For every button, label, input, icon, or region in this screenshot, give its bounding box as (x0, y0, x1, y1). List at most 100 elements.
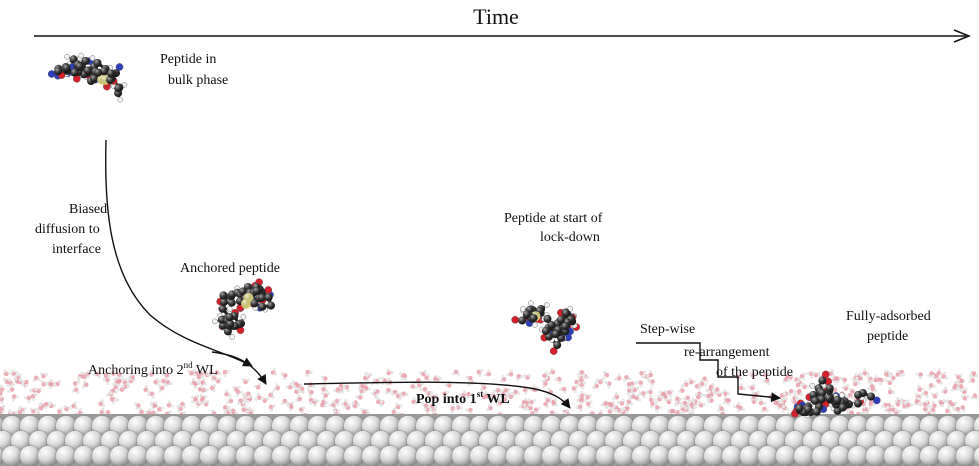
water-hydrogen (884, 408, 888, 412)
water-hydrogen (297, 394, 301, 398)
water-hydrogen (806, 384, 810, 388)
water-hydrogen (342, 384, 346, 389)
atom-highlight (812, 407, 821, 416)
water-hydrogen (890, 379, 894, 383)
water-hydrogen (889, 374, 893, 378)
atom-highlight (553, 341, 562, 350)
water-hydrogen (797, 376, 802, 380)
water-hydrogen (192, 377, 196, 382)
water-hydrogen (956, 386, 960, 390)
water-hydrogen (559, 387, 563, 392)
water-hydrogen (897, 409, 902, 413)
water-hydrogen (423, 369, 427, 374)
water-hydrogen (856, 381, 861, 385)
atom (873, 396, 881, 405)
water-hydrogen (736, 409, 741, 413)
water-hydrogen (151, 395, 155, 399)
water-hydrogen (594, 381, 598, 385)
water-hydrogen (343, 405, 347, 409)
water-hydrogen (617, 401, 621, 405)
water-hydrogen (197, 381, 201, 385)
water-molecule (667, 390, 672, 395)
peptide-lockdown (511, 300, 581, 355)
water-molecule (105, 377, 110, 383)
water-hydrogen (712, 388, 716, 392)
water-hydrogen (126, 382, 130, 386)
water-hydrogen (614, 409, 619, 413)
water-hydrogen (863, 368, 867, 372)
water-hydrogen (430, 401, 435, 405)
water-molecule (609, 402, 614, 408)
water-molecule (763, 372, 768, 378)
water-hydrogen (505, 400, 509, 404)
water-hydrogen (210, 378, 214, 382)
water-hydrogen (499, 394, 503, 398)
water-molecule (363, 386, 369, 391)
water-hydrogen (617, 373, 621, 377)
water-hydrogen (554, 377, 558, 381)
water-molecule (331, 402, 336, 408)
water-hydrogen (235, 393, 240, 397)
water-hydrogen (155, 377, 159, 381)
atom-highlight (267, 301, 275, 310)
water-hydrogen (888, 387, 892, 391)
water-molecule (161, 378, 166, 384)
water-hydrogen (664, 390, 668, 394)
water-hydrogen (762, 401, 766, 405)
water-hydrogen (164, 377, 169, 381)
water-hydrogen (154, 401, 158, 405)
water-hydrogen (265, 397, 270, 401)
atom-highlight (257, 293, 266, 302)
water-hydrogen (883, 369, 887, 373)
water-hydrogen (37, 377, 41, 382)
water-hydrogen (365, 379, 370, 383)
water-hydrogen (36, 408, 40, 412)
water-molecule (606, 381, 612, 386)
water-hydrogen (528, 373, 532, 377)
water-hydrogen (762, 379, 766, 383)
water-hydrogen (18, 373, 22, 377)
water-hydrogen (507, 388, 511, 392)
water-hydrogen (273, 387, 277, 392)
water-hydrogen (399, 372, 403, 376)
water-hydrogen (683, 397, 687, 401)
water-hydrogen (677, 389, 681, 393)
atom-highlight (818, 389, 827, 397)
water-hydrogen (903, 401, 907, 405)
atom (89, 55, 96, 61)
atom-highlight (551, 330, 560, 339)
water-hydrogen (399, 404, 403, 408)
water-hydrogen (720, 391, 724, 395)
water-hydrogen (580, 390, 584, 394)
process-arrows (105, 139, 781, 409)
water-molecule (23, 379, 29, 385)
diffusion-label-line1: Biased (69, 202, 107, 217)
water-hydrogen (806, 371, 810, 376)
water-hydrogen (197, 378, 201, 382)
water-hydrogen (687, 410, 691, 414)
water-hydrogen (751, 391, 756, 395)
water-hydrogen (928, 409, 932, 413)
water-hydrogen (381, 376, 385, 380)
water-hydrogen (48, 385, 52, 390)
atom-highlight (241, 298, 251, 309)
water-hydrogen (454, 406, 458, 410)
water-hydrogen (558, 380, 562, 384)
water-hydrogen (426, 373, 430, 377)
water-hydrogen (403, 377, 407, 381)
water-molecule (654, 405, 660, 410)
water-hydrogen (434, 405, 438, 409)
water-molecule (146, 410, 152, 416)
water-molecule (675, 410, 681, 416)
water-hydrogen (648, 370, 653, 374)
water-hydrogen (393, 407, 397, 411)
water-hydrogen (767, 372, 771, 377)
water-hydrogen (524, 397, 528, 401)
water-hydrogen (831, 369, 835, 373)
water-hydrogen (833, 380, 837, 384)
water-hydrogen (932, 411, 937, 415)
water-hydrogen (524, 391, 528, 395)
water-molecule (930, 407, 936, 413)
atom-highlight (83, 66, 92, 75)
water-hydrogen (101, 404, 105, 408)
